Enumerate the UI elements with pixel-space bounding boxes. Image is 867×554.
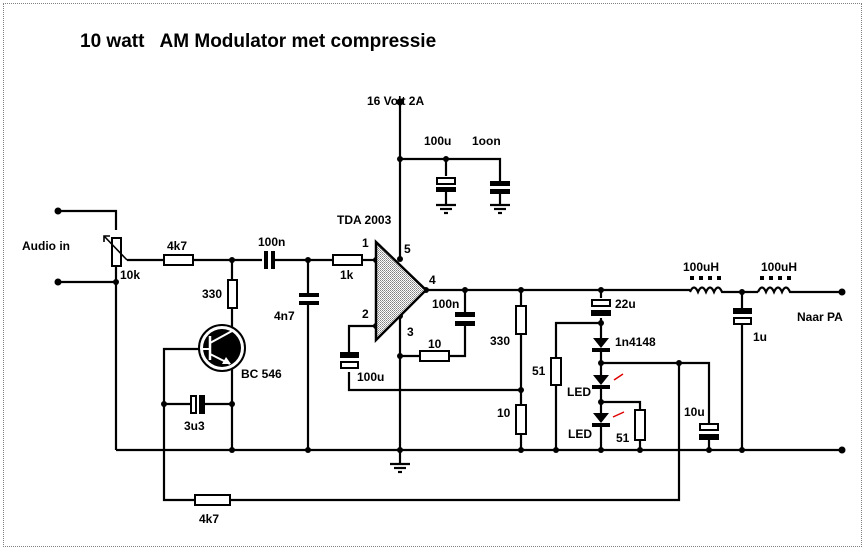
- output-label: Naar PA: [797, 310, 843, 324]
- ic-pin-5: 5: [404, 242, 411, 256]
- resistor-330-feedback: [515, 305, 527, 335]
- label-r-detector: 51: [532, 364, 546, 378]
- inductor-100uh-1: [688, 276, 728, 295]
- capacitor-100n-coupling: [264, 251, 275, 269]
- label-c-detector: 10u: [684, 405, 705, 419]
- ic-pin-4: 4: [429, 273, 436, 287]
- label-l2: 100uH: [761, 260, 797, 274]
- label-r-boucherot: 10: [428, 337, 442, 351]
- ic-pin-2: 2: [362, 307, 369, 321]
- label-r-feedback: 4k7: [199, 512, 219, 526]
- led-1: [592, 373, 624, 389]
- label-c-out: 1u: [753, 330, 767, 344]
- label-c-supply-elko: 100u: [424, 134, 451, 148]
- resistor-10-feedback: [515, 404, 527, 435]
- label-l1: 100uH: [683, 260, 719, 274]
- ground-icon: [490, 203, 510, 215]
- label-r-collector: 330: [202, 287, 222, 301]
- supply-label: 16 Volt 2A: [367, 94, 424, 108]
- capacitor-22u: [591, 299, 611, 316]
- label-r-fb-bottom: 10: [497, 406, 511, 420]
- label-c-coupling: 100n: [258, 235, 285, 249]
- label-c-filter: 4n7: [274, 309, 295, 323]
- resistor-51-led: [634, 409, 646, 441]
- label-pot: 10k: [120, 268, 140, 282]
- ground-icon: [390, 462, 410, 474]
- inductor-100uh-2: [756, 276, 796, 295]
- diode-1n4148: [592, 338, 610, 352]
- ic-label: TDA 2003: [337, 213, 392, 227]
- wires: [58, 115, 844, 502]
- led-2: [592, 411, 625, 427]
- label-c-pin2: 100u: [357, 370, 384, 384]
- capacitor-4n7: [299, 293, 319, 305]
- potentiometer-10k: [103, 235, 128, 267]
- junction-dots: [54, 98, 846, 454]
- label-diode: 1n4148: [615, 335, 656, 349]
- transistor-bc546: [198, 324, 246, 372]
- capacitor-10u: [699, 423, 719, 440]
- label-r-led: 51: [616, 431, 630, 445]
- resistor-10-boucherot: [419, 350, 450, 362]
- capacitor-100n-boucherot: [455, 312, 475, 326]
- label-led2: LED: [568, 427, 592, 441]
- resistor-330-collector: [227, 279, 238, 309]
- label-c-out-coupling: 22u: [615, 297, 636, 311]
- ground-icon: [436, 203, 456, 215]
- capacitor-100u-supply: [436, 177, 456, 192]
- label-r-ic-in: 1k: [340, 268, 354, 282]
- ic-pin-3: 3: [407, 325, 414, 339]
- ic-pin-1: 1: [362, 236, 369, 250]
- label-c-transistor: 3u3: [184, 419, 205, 433]
- resistor-4k7-input: [163, 254, 194, 266]
- resistor-51-detector: [550, 357, 562, 386]
- capacitor-100u-pin2: [340, 352, 359, 369]
- ic-tda2003: [374, 239, 428, 344]
- label-r-fb-top: 330: [490, 334, 510, 348]
- schematic-title: 10 watt AM Modulator met compressie: [80, 31, 436, 52]
- transistor-label: BC 546: [241, 367, 282, 381]
- labels: Audio in 10k 4k7 100n 330 4n7 BC 546 3u3…: [22, 94, 843, 526]
- capacitor-3u3: [190, 395, 205, 414]
- label-r-input: 4k7: [167, 239, 187, 253]
- label-c-boucherot: 100n: [432, 297, 459, 311]
- resistor-1k: [332, 254, 363, 266]
- audio-in-label: Audio in: [22, 239, 70, 253]
- drawing-frame: [3, 3, 862, 547]
- resistor-4k7-feedback: [194, 494, 231, 506]
- led-light-icon: [612, 411, 625, 418]
- capacitor-100n-supply: [490, 181, 510, 194]
- label-c-supply-ceramic: 1oon: [472, 134, 501, 148]
- label-led1: LED: [567, 385, 591, 399]
- capacitor-1u: [733, 308, 752, 325]
- led-light-icon: [613, 373, 624, 381]
